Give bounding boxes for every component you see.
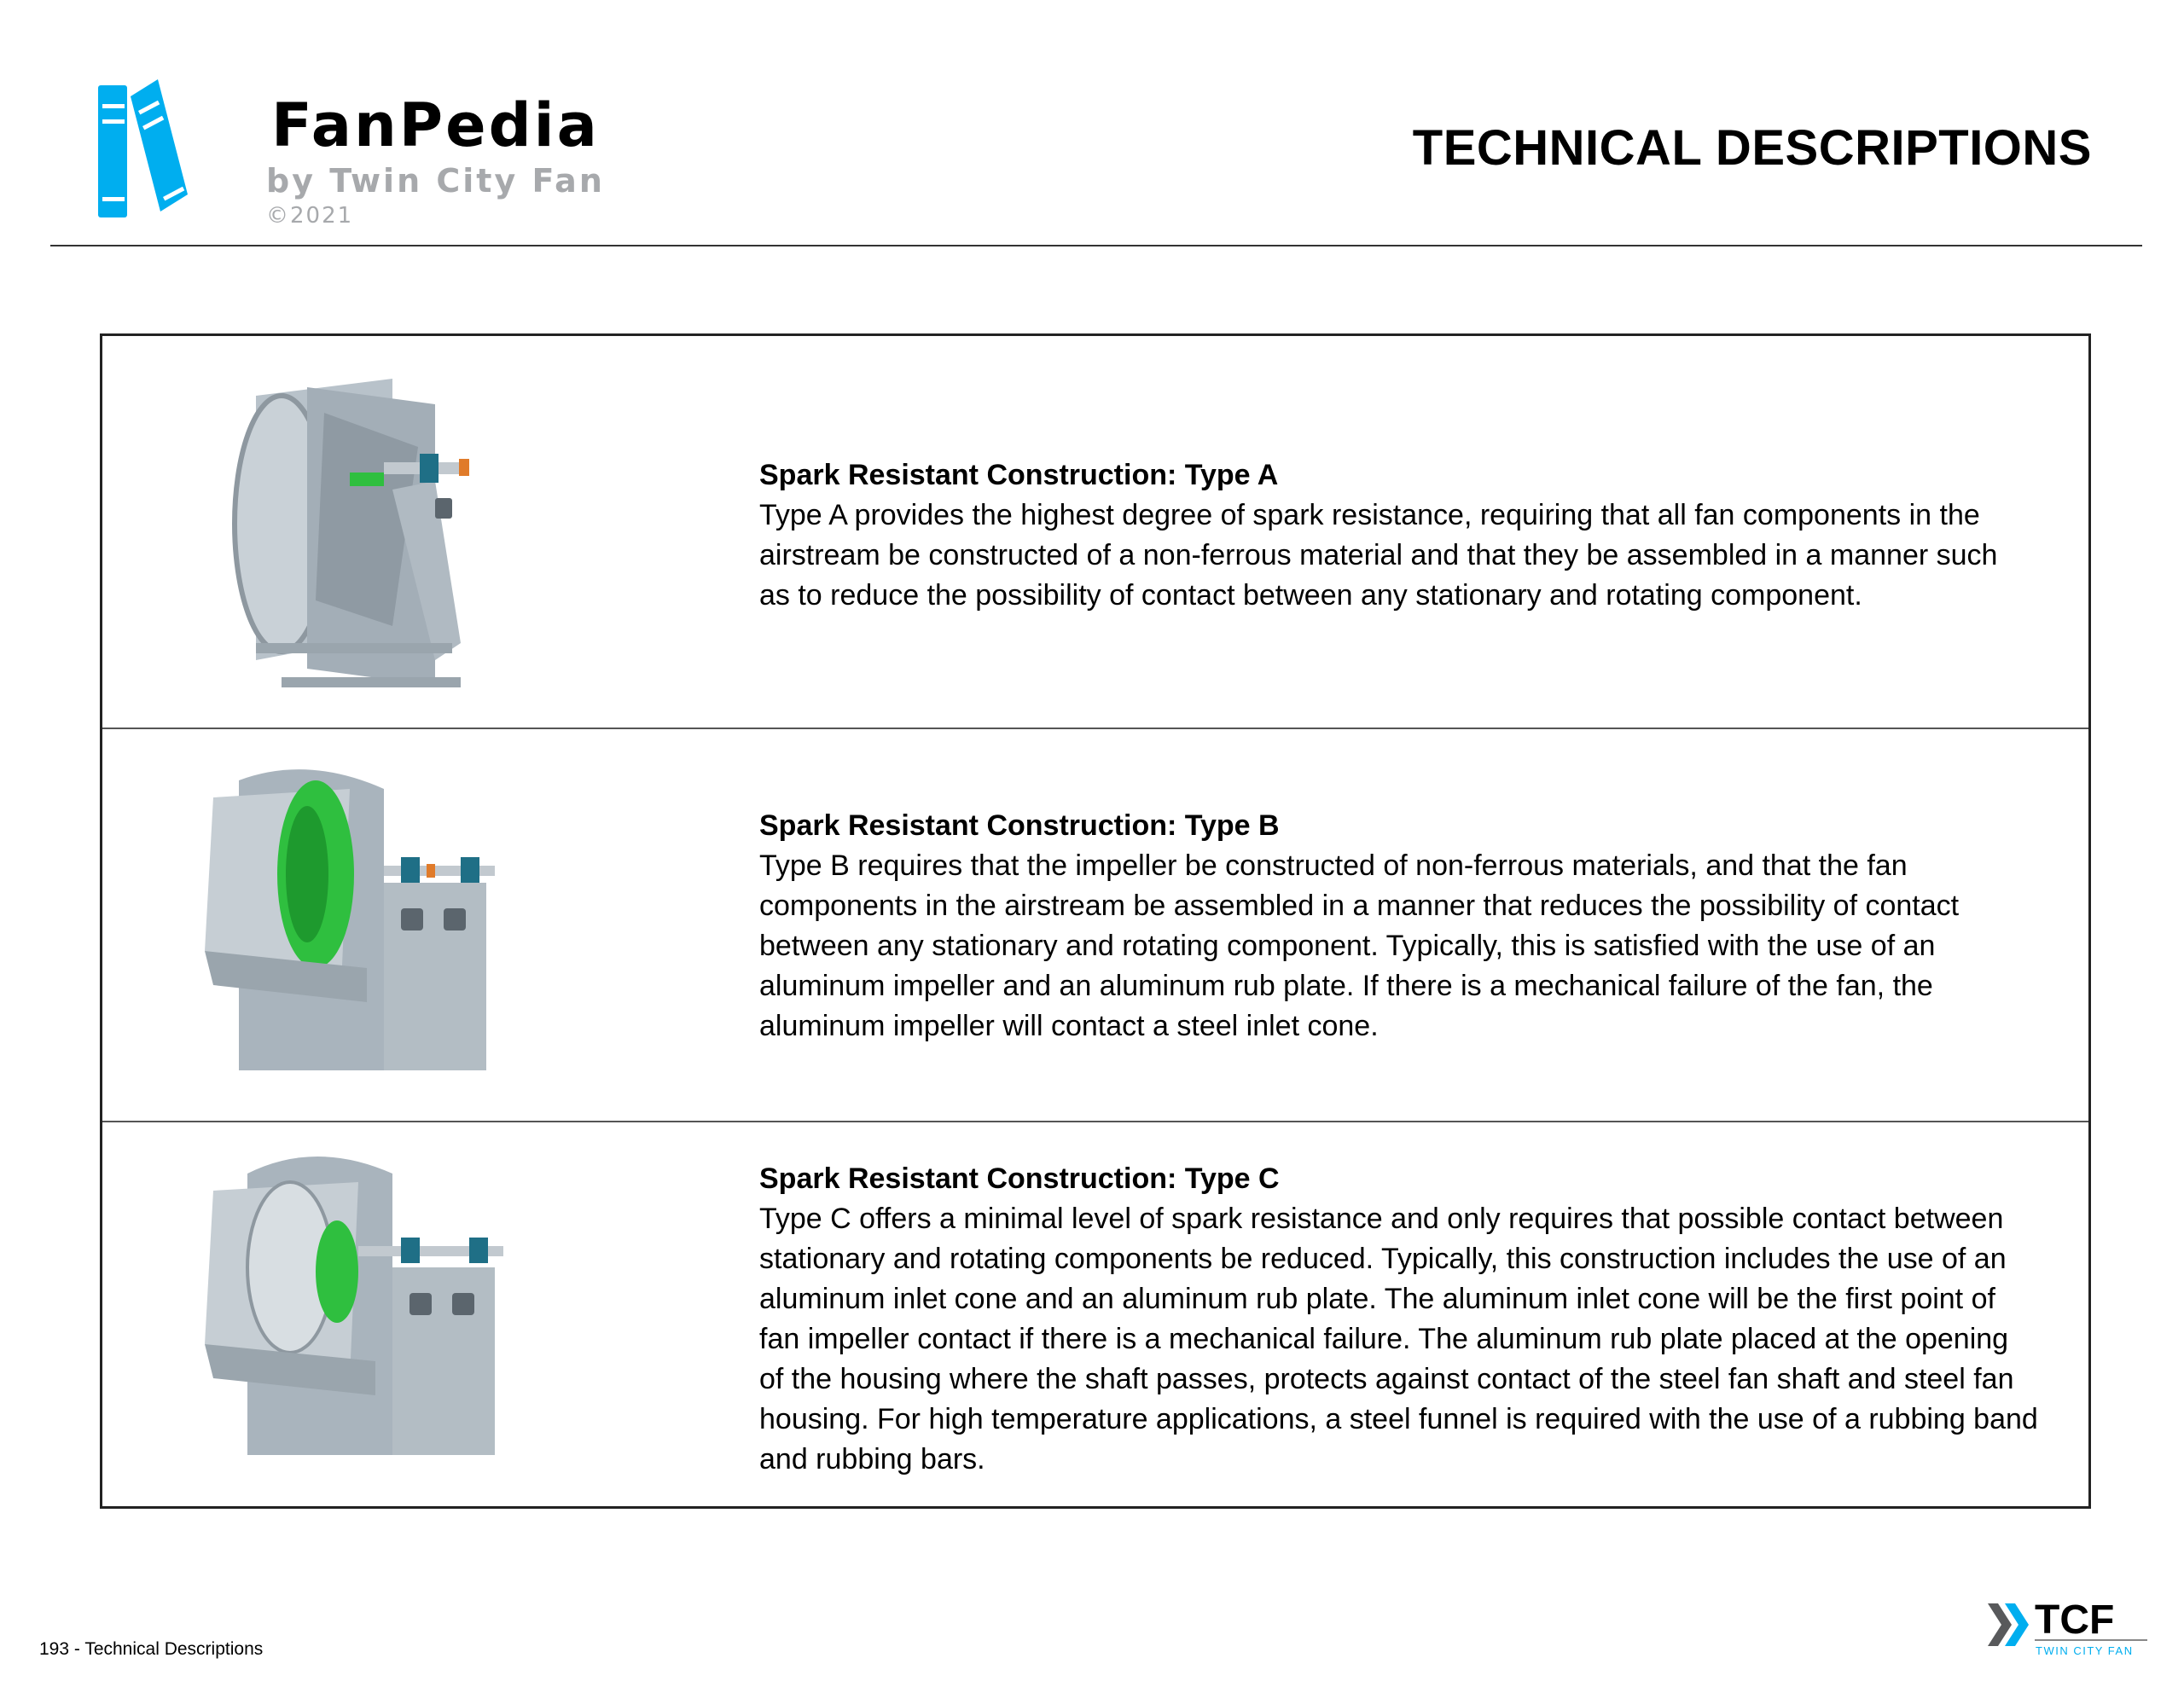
description-line: stationary and rotating components be re… [759, 1243, 2007, 1275]
description-line: Type C offers a minimal level of spark r… [759, 1203, 2004, 1235]
type-c-description: Spark Resistant Construction: Type C Typ… [759, 1159, 2038, 1480]
fanpedia-books-logo-icon [98, 79, 188, 217]
brand-name: FanPedia [271, 90, 600, 160]
svg-text:TCF: TCF [2035, 1597, 2114, 1643]
page-title: TECHNICAL DESCRIPTIONS [1412, 120, 2092, 176]
description-line: aluminum impeller will contact a steel i… [759, 1010, 1379, 1042]
svg-text:TWIN CITY FAN: TWIN CITY FAN [2036, 1644, 2134, 1657]
description-line: between any stationary and rotating comp… [759, 930, 1936, 962]
table-row: Spark Resistant Construction: Type B Typ… [102, 728, 2088, 1121]
tcf-logo-icon: TCF TWIN CITY FAN [1988, 1597, 2147, 1657]
header-divider [50, 245, 2142, 246]
description-line: as to reduce the possibility of contact … [759, 579, 1862, 612]
type-c-heading: Spark Resistant Construction: Type C [759, 1162, 1280, 1195]
table-row: Spark Resistant Construction: Type C Typ… [102, 1121, 2088, 1509]
description-line: airstream be constructed of a non-ferrou… [759, 539, 1998, 571]
description-line: aluminum inlet cone and an aluminum rub … [759, 1283, 1995, 1315]
type-a-heading: Spark Resistant Construction: Type A [759, 459, 1279, 491]
fan-type-c-image [205, 1157, 503, 1455]
type-b-description: Spark Resistant Construction: Type B Typ… [759, 806, 1959, 1046]
page-footer-label: 193 - Technical Descriptions [39, 1639, 264, 1659]
fan-type-b-image [205, 769, 495, 1070]
fan-type-a-image [232, 379, 469, 687]
type-a-description: Spark Resistant Construction: Type A Typ… [759, 455, 1997, 616]
description-line: Type B requires that the impeller be con… [759, 849, 1908, 882]
table-row: Spark Resistant Construction: Type A Typ… [102, 336, 2088, 728]
brand-subtitle: by Twin City Fan [266, 162, 605, 200]
description-line: of the housing where the shaft passes, p… [759, 1363, 2014, 1395]
description-line: and rubbing bars. [759, 1443, 985, 1475]
description-line: aluminum impeller and an aluminum rub pl… [759, 970, 1933, 1002]
type-b-heading: Spark Resistant Construction: Type B [759, 809, 1280, 842]
description-line: Type A provides the highest degree of sp… [759, 499, 1980, 531]
descriptions-table: Spark Resistant Construction: Type A Typ… [100, 333, 2091, 1509]
copyright: ©2021 [266, 203, 354, 229]
description-line: fan impeller contact if there is a mecha… [759, 1323, 2009, 1355]
description-line: components in the airstream be assembled… [759, 890, 1960, 922]
description-line: housing. For high temperature applicatio… [759, 1403, 2038, 1435]
